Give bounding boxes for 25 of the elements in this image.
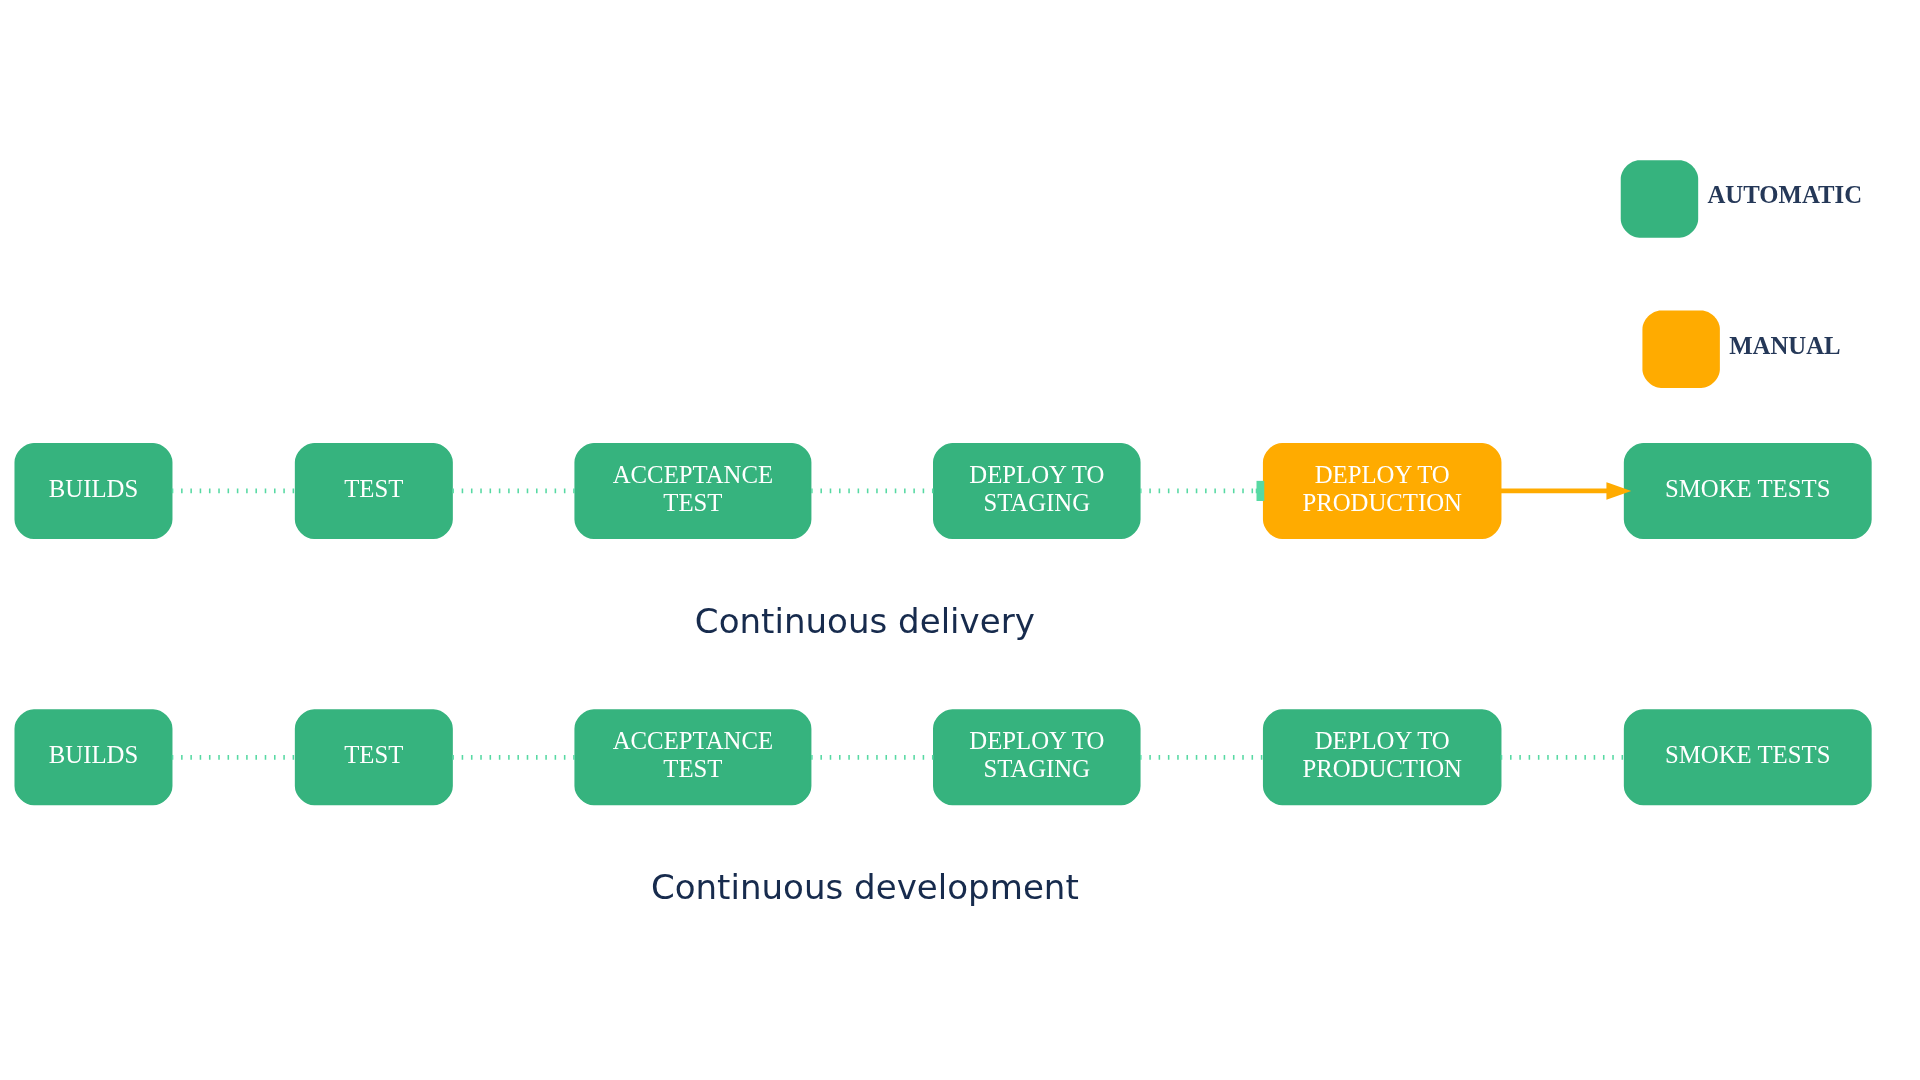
- legend-label: AUTOMATIC: [1706, 180, 1862, 208]
- connector: [810, 488, 934, 493]
- node-box: DEPLOY TO STAGING: [932, 442, 1141, 539]
- node-box: DEPLOY TO PRODUCTION: [1262, 442, 1501, 539]
- node-box: TEST: [294, 442, 453, 539]
- node-box: BUILDS: [14, 442, 172, 539]
- arrow: [1500, 481, 1631, 500]
- connector: [1500, 754, 1624, 760]
- node-box: DEPLOY TO PRODUCTION: [1262, 708, 1501, 805]
- node-box: SMOKE TESTS: [1623, 442, 1872, 539]
- label: Continuous delivery: [694, 600, 1035, 641]
- node-box: ACCEPTANCE TEST: [573, 708, 811, 805]
- node-box: SMOKE TESTS: [1623, 708, 1872, 805]
- node-box: TEST: [294, 708, 453, 805]
- node-box: DEPLOY TO STAGING: [932, 708, 1141, 805]
- node-box: ACCEPTANCE TEST: [573, 442, 811, 539]
- node-box: BUILDS: [14, 708, 172, 805]
- connector: [1139, 754, 1263, 760]
- connector: [171, 754, 295, 760]
- connector: [451, 754, 575, 760]
- label: Continuous development: [650, 866, 1079, 907]
- legend-label: MANUAL: [1728, 331, 1841, 359]
- connector: [451, 488, 575, 493]
- connector: [171, 488, 295, 493]
- connector: [810, 754, 934, 760]
